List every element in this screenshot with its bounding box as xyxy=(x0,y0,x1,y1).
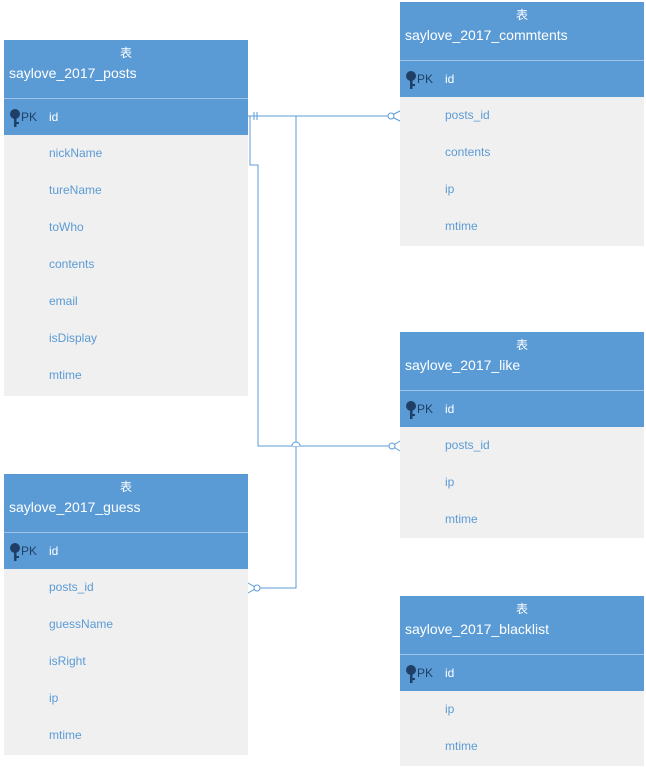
rel-posts-like xyxy=(249,116,392,447)
field-row[interactable]: toWho xyxy=(4,209,248,246)
field-name: ip xyxy=(49,691,59,705)
pk-label: PK xyxy=(417,72,434,86)
pk-field-name: id xyxy=(49,544,59,558)
entity-name: saylove_2017_guess xyxy=(9,499,141,515)
field-row[interactable]: mtime xyxy=(4,357,248,394)
entity-kind-label: 表 xyxy=(515,602,528,616)
field-name: toWho xyxy=(49,220,84,234)
field-row[interactable]: isRight xyxy=(4,643,248,680)
entity-header: 表 saylove_2017_blacklist xyxy=(400,596,644,655)
field-row[interactable]: contents xyxy=(4,246,248,283)
field-row[interactable]: contents xyxy=(400,134,644,171)
field-row[interactable]: posts_id xyxy=(400,97,644,134)
field-name: ip xyxy=(445,702,455,716)
field-name: posts_id xyxy=(445,108,490,122)
entity-header: 表 saylove_2017_like xyxy=(400,332,644,391)
entity-like[interactable]: 表 saylove_2017_like PK id posts_id ip mt… xyxy=(400,332,644,538)
pk-field-name: id xyxy=(445,666,455,680)
pk-field-name: id xyxy=(49,110,59,124)
entity-kind-label: 表 xyxy=(119,46,132,60)
key-icon xyxy=(10,543,20,561)
entity-name: saylove_2017_blacklist xyxy=(405,621,549,637)
field-name: ip xyxy=(445,475,455,489)
field-row[interactable]: mtime xyxy=(400,208,644,245)
field-row[interactable]: ip xyxy=(400,691,644,728)
entity-commtents[interactable]: 表 saylove_2017_commtents PK id posts_id … xyxy=(400,2,644,246)
entity-header: 表 saylove_2017_commtents xyxy=(400,2,644,61)
entity-guess[interactable]: 表 saylove_2017_guess PK id posts_id gues… xyxy=(4,474,248,755)
pk-label: PK xyxy=(21,544,38,558)
field-name: mtime xyxy=(49,368,82,382)
field-name: tureName xyxy=(49,183,102,197)
pk-label: PK xyxy=(417,666,434,680)
key-icon xyxy=(406,71,416,89)
entity-kind-label: 表 xyxy=(515,338,528,352)
rel-posts-guess xyxy=(257,115,297,589)
entity-posts[interactable]: 表 saylove_2017_posts PK id nickName ture… xyxy=(4,40,248,396)
pk-row[interactable]: PK id xyxy=(400,655,644,691)
pk-row[interactable]: PK id xyxy=(4,533,248,569)
field-name: mtime xyxy=(445,512,478,526)
pk-field-name: id xyxy=(445,72,455,86)
field-row[interactable]: ip xyxy=(400,171,644,208)
field-name: isRight xyxy=(49,654,86,668)
entity-name: saylove_2017_posts xyxy=(9,65,137,81)
key-icon xyxy=(10,109,20,127)
field-name: guessName xyxy=(49,617,114,631)
field-name: mtime xyxy=(49,728,82,742)
pk-row[interactable]: PK id xyxy=(4,99,248,135)
entity-blacklist[interactable]: 表 saylove_2017_blacklist PK id ip mtime xyxy=(400,596,644,766)
pk-label: PK xyxy=(21,110,38,124)
field-name: isDisplay xyxy=(49,331,98,345)
field-row[interactable]: guessName xyxy=(4,606,248,643)
field-row[interactable]: email xyxy=(4,283,248,320)
field-name: contents xyxy=(445,145,491,159)
entity-header: 表 saylove_2017_posts xyxy=(4,40,248,99)
field-name: posts_id xyxy=(445,438,490,452)
field-row[interactable]: tureName xyxy=(4,172,248,209)
key-icon xyxy=(406,401,416,419)
field-row[interactable]: ip xyxy=(400,464,644,501)
rel-posts-commtents-crowfoot xyxy=(389,110,401,122)
field-name: contents xyxy=(49,257,95,271)
field-row[interactable]: ip xyxy=(4,680,248,717)
field-name: mtime xyxy=(445,739,478,753)
entity-name: saylove_2017_commtents xyxy=(405,27,568,43)
key-icon xyxy=(406,665,416,683)
entity-header: 表 saylove_2017_guess xyxy=(4,474,248,533)
field-name: ip xyxy=(445,182,455,196)
field-row[interactable]: posts_id xyxy=(400,427,644,464)
field-name: email xyxy=(49,294,78,308)
pk-field-name: id xyxy=(445,402,455,416)
field-row[interactable]: mtime xyxy=(400,501,644,538)
pk-row[interactable]: PK id xyxy=(400,391,644,427)
field-row[interactable]: mtime xyxy=(4,717,248,754)
entity-name: saylove_2017_like xyxy=(405,357,521,373)
pk-label: PK xyxy=(417,402,434,416)
field-name: posts_id xyxy=(49,580,94,594)
field-row[interactable]: mtime xyxy=(400,728,644,765)
entity-kind-label: 表 xyxy=(515,8,528,22)
entity-kind-label: 表 xyxy=(119,480,132,494)
field-row[interactable]: posts_id xyxy=(4,569,248,606)
field-name: nickName xyxy=(49,146,103,160)
pk-row[interactable]: PK id xyxy=(400,61,644,97)
field-row[interactable]: isDisplay xyxy=(4,320,248,357)
field-name: mtime xyxy=(445,219,478,233)
field-row[interactable]: nickName xyxy=(4,135,248,172)
